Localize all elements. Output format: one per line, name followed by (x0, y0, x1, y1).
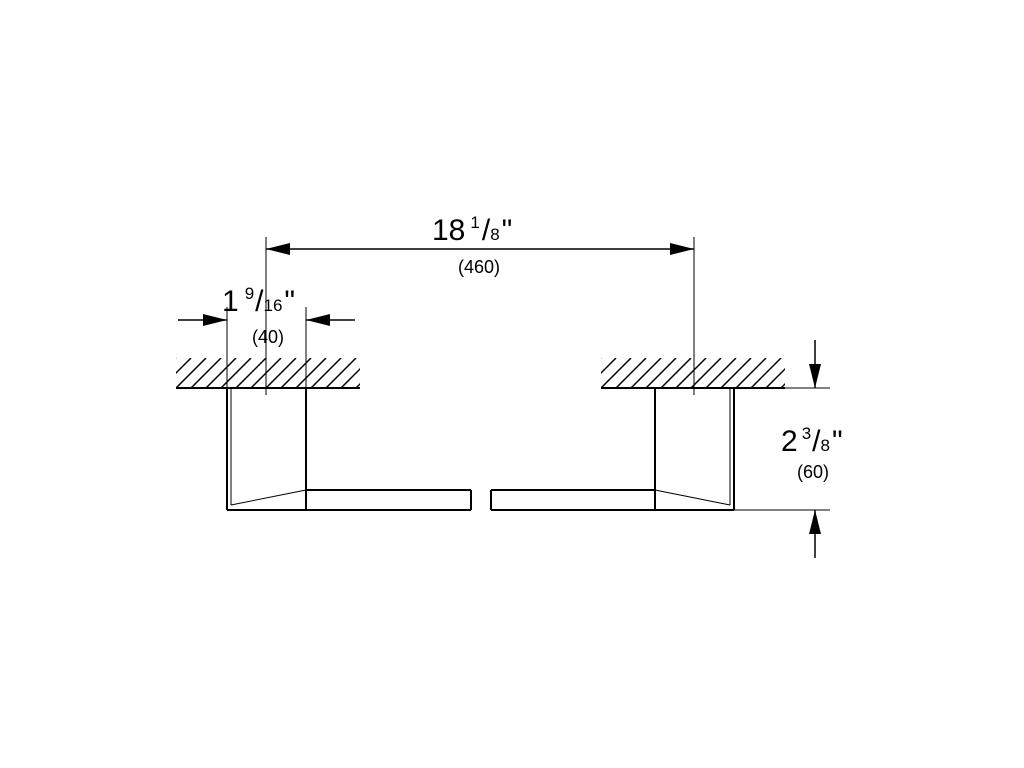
width-arrow-left (203, 314, 227, 326)
length-arrow-right (670, 243, 694, 255)
hatch-line (340, 367, 360, 388)
hatch-line (265, 358, 297, 388)
bracket-width-metric: (40) (252, 327, 284, 347)
hatch-line (705, 358, 737, 388)
hatch-line (601, 358, 632, 388)
length-denominator: 8 (490, 225, 499, 244)
length-slash: / (482, 214, 491, 247)
hatch-line (205, 358, 237, 388)
hatch-line (295, 358, 327, 388)
projection-metric: (60) (797, 462, 829, 482)
right-wall (601, 358, 826, 389)
hatch-line (615, 358, 647, 388)
hatch-line (601, 358, 617, 375)
hatch-line (675, 358, 707, 388)
hatch-line (601, 358, 602, 360)
hatch-line (750, 358, 782, 388)
hatch-line (765, 367, 785, 388)
hatch-line (310, 358, 342, 388)
projection-arrow-top (809, 364, 821, 388)
bracket-width-unit: " (284, 285, 295, 318)
projection-denominator: 8 (821, 436, 830, 455)
hatch-line (355, 382, 360, 388)
bracket-width-whole: 1 (222, 285, 239, 318)
hatch-line (690, 358, 722, 388)
length-numerator: 1 (470, 213, 479, 232)
hatch-line (190, 358, 222, 388)
left-bracket (226, 388, 307, 511)
hatch-line (660, 358, 692, 388)
hatch-line (235, 358, 267, 388)
hatch-line (176, 358, 207, 388)
right-wall-hatching (601, 358, 826, 388)
hatch-line (735, 358, 767, 388)
projection-numerator: 3 (802, 424, 811, 443)
length-label: 18 1/8" (432, 213, 512, 247)
hatch-line (630, 358, 662, 388)
hatch-line (371, 358, 401, 388)
projection-unit: " (832, 425, 843, 458)
hatch-line (645, 358, 677, 388)
hatch-line (325, 358, 357, 388)
hatch-line (220, 358, 252, 388)
bracket-width-numerator: 9 (245, 284, 254, 303)
projection-whole: 2 (781, 425, 798, 458)
left-wall-hatching (176, 358, 416, 388)
right-bracket (654, 388, 735, 511)
hatch-line (780, 382, 785, 388)
length-metric: (460) (458, 257, 500, 277)
hatch-line (720, 358, 752, 388)
length-whole: 18 (432, 214, 465, 247)
projection-slash: / (812, 425, 821, 458)
length-unit: " (502, 214, 513, 247)
length-arrow-left (266, 243, 290, 255)
hatch-line (176, 358, 177, 360)
projection-arrow-bottom (809, 510, 821, 534)
towel-bar (306, 489, 655, 511)
hatch-line (796, 358, 826, 388)
bracket-width-denominator: 16 (264, 296, 283, 315)
width-arrow-right (306, 314, 330, 326)
bracket-width-slash: / (255, 285, 264, 318)
hatch-line (176, 358, 192, 375)
left-wall (176, 358, 416, 389)
hatch-line (386, 358, 416, 388)
